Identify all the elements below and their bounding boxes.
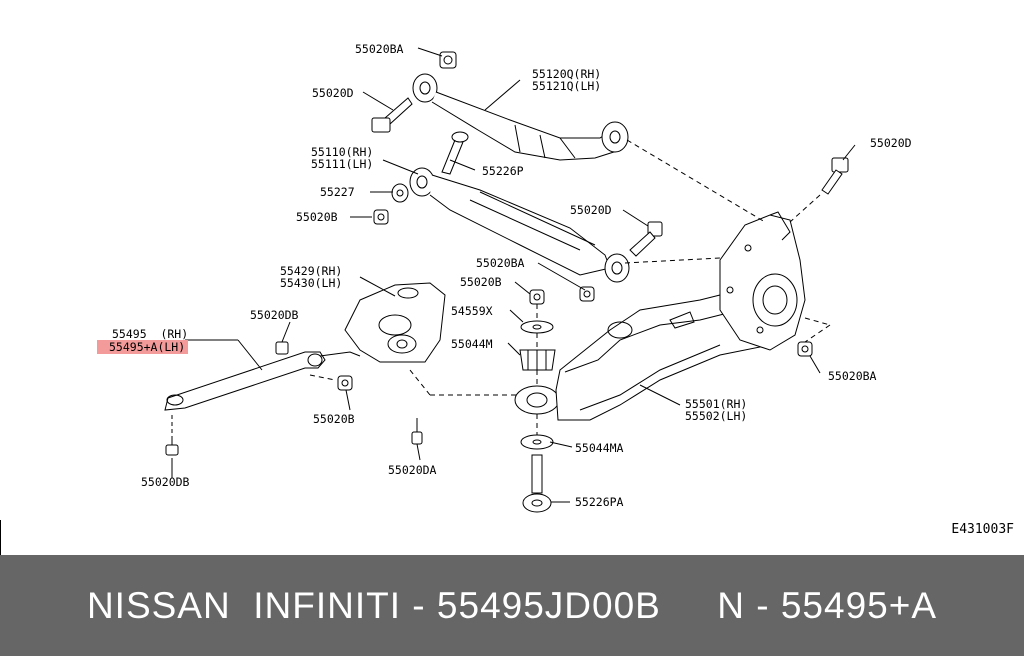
upper-link-arm [412,73,629,161]
lower-link-arm [409,167,630,283]
part-label: 55495 (RH) [112,327,189,341]
part-label: 55020B [296,210,338,224]
part-label: 54559X [451,304,493,318]
nut-top [439,51,457,69]
part-label: 55110(RH) [311,145,374,159]
part-label: 55044MA [575,441,624,455]
highlighted-part-label: 55495+A(LH) [97,340,189,354]
part-label: 55020DB [250,308,299,322]
part-label: 55020D [870,136,912,150]
parts-diagram: 55020BA 55120Q(RH) 55121Q(LH) 55020D 551… [0,42,1014,555]
part-label: 55020BA [355,42,404,56]
diagram-code: E431003F [951,522,1014,537]
bolt-right-top [821,157,849,195]
part-label: 55044M [451,337,493,351]
part-label: 55226PA [575,495,624,509]
part-label: 55020B [313,412,355,426]
part-label: 55020BA [828,369,877,383]
part-label: 55226P [482,164,524,178]
part-label: 55120Q(RH) [532,67,602,81]
diagram-drawing [0,47,856,555]
banner-text: NISSAN INFINITI - 55495JD00B N - 55495+A [86,584,938,626]
part-label: 55121Q(LH) [532,79,602,93]
knuckle-hub [719,211,806,351]
part-label: 55430(LH) [280,276,343,290]
bolt-55226p [441,131,469,175]
nut-55020b-upper [373,209,389,225]
part-label: 55111(LH) [311,157,374,171]
bolt-upper-left [371,97,413,133]
part-label: 55020D [570,203,612,217]
part-label: 55502(LH) [685,409,748,423]
part-label: 55501(RH) [685,397,748,411]
bolt-55020db-top [275,341,289,355]
part-label: 55429(RH) [280,264,343,278]
bolt-55020db-bottom [165,415,179,456]
dashed-lines [309,139,831,435]
part-label: 55020BA [476,256,525,270]
part-label: 55227 [320,185,355,199]
radius-rod [164,351,361,411]
leader-lines [171,47,856,503]
nut-55020ba-lower [579,286,595,302]
bushing-stack [514,289,560,513]
bolt-middle-right [629,221,663,257]
bolt-55020da [411,418,423,445]
part-label: 55020DB [141,475,190,489]
part-number-banner: NISSAN INFINITI - 55495JD00B N - 55495+A [0,555,1024,656]
washer-55227 [391,183,409,203]
bracket-55429 [344,282,446,363]
nut-55020ba-right [797,341,813,357]
part-label: 55020D [312,86,354,100]
part-label: 55020DA [388,463,437,477]
part-label: 55020B [460,275,502,289]
nut-55020b-lower [337,375,353,391]
